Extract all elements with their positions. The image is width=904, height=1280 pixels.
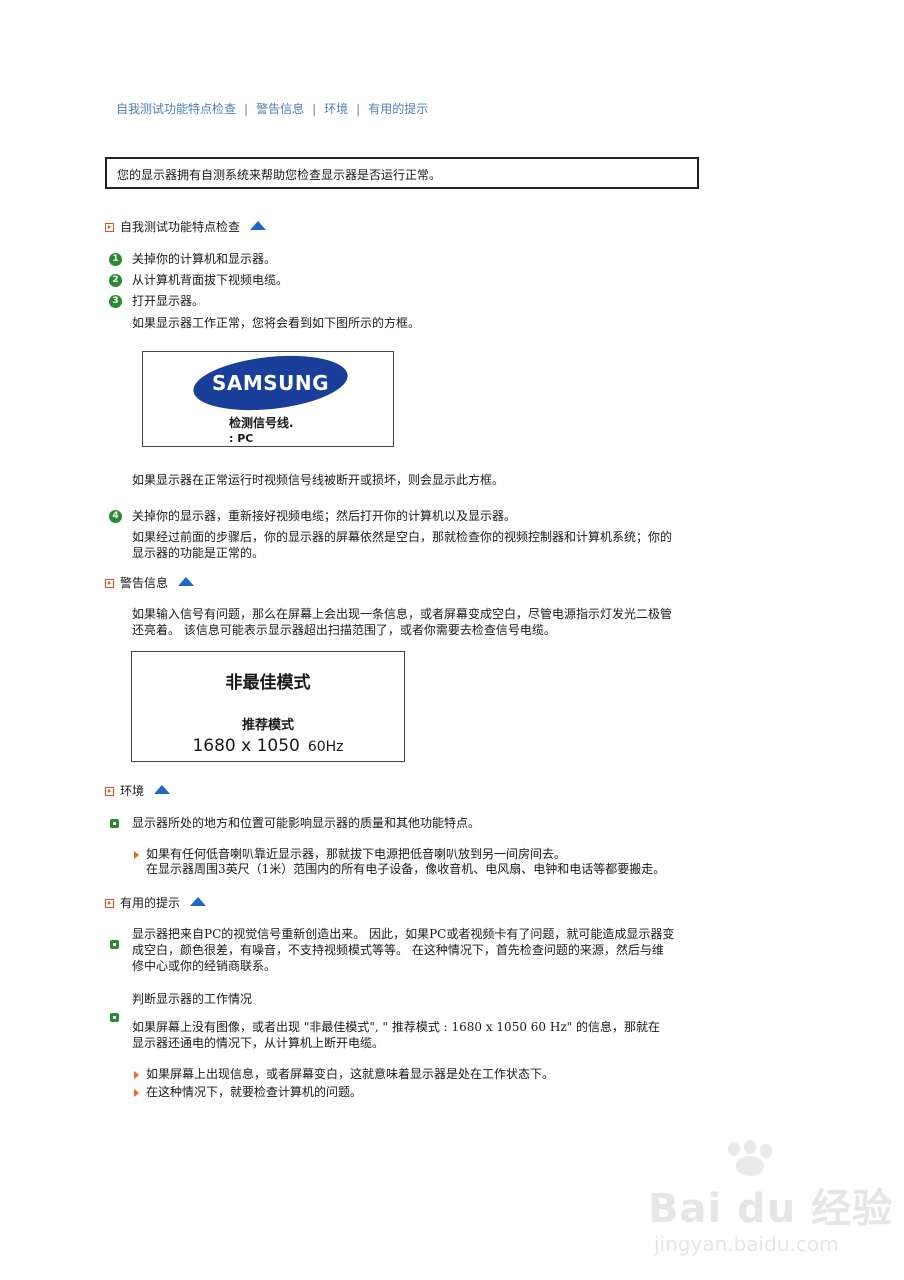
nav-link-tips[interactable]: 有用的提示 <box>368 102 429 116</box>
section-marker-icon <box>105 223 114 232</box>
step-4-text: 关掉你的显示器，重新接好视频电缆；然后打开你的计算机以及显示器。 <box>132 509 517 523</box>
step-number-4-icon: 4 <box>109 510 122 523</box>
bullet-square-icon <box>110 940 119 949</box>
section-heading-tips: 有用的提示 <box>105 895 207 911</box>
nav-separator: | <box>312 102 317 116</box>
step-2-text: 从计算机背面拔下视频电缆。 <box>132 273 289 287</box>
bullet-square-icon <box>110 819 119 828</box>
warning-para-line1: 如果输入信号有问题，那么在屏幕上会出现一条信息，或者屏幕变成空白，尽管电源指示灯… <box>132 607 673 621</box>
nav-separator: | <box>356 102 361 116</box>
paw-toe <box>760 1144 772 1158</box>
tips-sub1: 如果屏幕上出现信息，或者屏幕变白，这就意味着显示器是处在工作状态下。 <box>146 1067 555 1081</box>
tips-bullet1-line3: 修中心或你的经销商联系。 <box>132 959 277 973</box>
paw-toe <box>744 1140 756 1154</box>
step-number-2-icon: 2 <box>109 274 122 287</box>
nav-separator: | <box>244 102 249 116</box>
recommended-resolution: 1680 x 1050 60Hz <box>132 736 404 756</box>
intro-box: 您的显示器拥有自测系统来帮助您检查显示器是否运行正常。 <box>105 157 699 189</box>
nav-link-selftest[interactable]: 自我测试功能特点检查 <box>116 102 237 116</box>
samsung-logo: SAMSUNG <box>190 349 351 417</box>
logo-text: SAMSUNG <box>211 371 330 395</box>
environment-sub-line2: 在显示器周围3英尺（1米）范围内的所有电子设备，像收音机、电风扇、电钟和电话等都… <box>146 862 666 876</box>
section-heading-warning: 警告信息 <box>105 575 195 591</box>
tips-bullet2: 判断显示器的工作情况 <box>132 992 253 1006</box>
non-optimal-mode-title: 非最佳模式 <box>225 673 311 693</box>
bullet-arrow-icon <box>134 851 139 859</box>
watermark-brand: Bai du 经验 <box>648 1186 894 1232</box>
back-to-top-icon[interactable] <box>178 577 195 586</box>
non-optimal-mode-box: 非最佳模式 推荐模式 1680 x 1050 60Hz <box>131 651 405 762</box>
section-marker-icon <box>105 899 114 908</box>
section-title: 警告信息 <box>120 576 169 590</box>
section-marker-icon <box>105 579 114 588</box>
resolution-value: 1680 x 1050 <box>192 736 300 756</box>
section-title: 有用的提示 <box>120 896 181 910</box>
refresh-rate-value: 60Hz <box>307 739 344 755</box>
signal-check-text: 检测信号线. <box>229 416 294 430</box>
signal-check-box: SAMSUNG 检测信号线. : PC <box>142 349 394 447</box>
step-4-note-line2: 显示器的功能是正常的。 <box>132 546 265 560</box>
tips-para-line1: 如果屏幕上没有图像，或者出现 "非最佳模式", " 推荐模式 : 1680 x … <box>132 1020 660 1034</box>
tips-sub2: 在这种情况下，就要检查计算机的问题。 <box>146 1085 363 1099</box>
bullet-arrow-icon <box>134 1071 139 1079</box>
after-box-text: 如果显示器在正常运行时视频信号线被断开或损坏，则会显示此方框。 <box>132 473 505 487</box>
baidu-watermark: Bai du 经验 jingyan.baidu.com <box>640 1140 892 1270</box>
paw-pad <box>736 1156 764 1176</box>
warning-para-line2: 还亮着。 该信息可能表示显示器超出扫描范围了，或者你需要去检查信号电缆。 <box>132 623 556 637</box>
tips-bullet1-line1: 显示器把来自PC的视觉信号重新创造出来。 因此，如果PC或者视频卡有了问题，就可… <box>132 927 675 941</box>
top-nav: 自我测试功能特点检查 | 警告信息 | 环境 | 有用的提示 <box>116 100 428 117</box>
section-heading-environment: 环境 <box>105 783 171 799</box>
section-title: 自我测试功能特点检查 <box>120 220 241 234</box>
section-title: 环境 <box>120 784 145 798</box>
section-heading-selftest: 自我测试功能特点检查 <box>105 219 267 235</box>
step-3-text: 打开显示器。 <box>132 294 205 308</box>
paw-toe <box>728 1142 740 1156</box>
step-1-text: 关掉你的计算机和显示器。 <box>132 252 277 266</box>
nav-link-environment[interactable]: 环境 <box>324 102 349 116</box>
intro-text: 您的显示器拥有自测系统来帮助您检查显示器是否运行正常。 <box>117 168 442 182</box>
step-number-3-icon: 3 <box>109 295 122 308</box>
recommended-mode-label: 推荐模式 <box>241 718 294 733</box>
watermark-url: jingyan.baidu.com <box>654 1232 839 1256</box>
nav-link-warning[interactable]: 警告信息 <box>256 102 305 116</box>
environment-bullet: 显示器所处的地方和位置可能影响显示器的质量和其他功能特点。 <box>132 816 481 830</box>
tips-bullet1-line2: 成空白，颜色很差，有噪音，不支持视频模式等等。 在这种情况下，首先检查问题的来源… <box>132 943 664 957</box>
back-to-top-icon[interactable] <box>154 785 171 794</box>
step-4-note-line1: 如果经过前面的步骤后，你的显示器的屏幕依然是空白，那就检查你的视频控制器和计算机… <box>132 530 673 544</box>
signal-source-text: : PC <box>229 432 254 445</box>
bullet-arrow-icon <box>134 1089 139 1097</box>
back-to-top-icon[interactable] <box>190 897 207 906</box>
section-marker-icon <box>105 787 114 796</box>
environment-sub-line1: 如果有任何低音喇叭靠近显示器，那就拔下电源把低音喇叭放到另一间房间去。 <box>146 847 567 861</box>
tips-para-line2: 显示器还通电的情况下，从计算机上断开电缆。 <box>132 1036 385 1050</box>
bullet-square-icon <box>110 1013 119 1022</box>
step-number-1-icon: 1 <box>109 253 122 266</box>
back-to-top-icon[interactable] <box>250 221 267 230</box>
step-3-note: 如果显示器工作正常，您将会看到如下图所示的方框。 <box>132 316 421 330</box>
